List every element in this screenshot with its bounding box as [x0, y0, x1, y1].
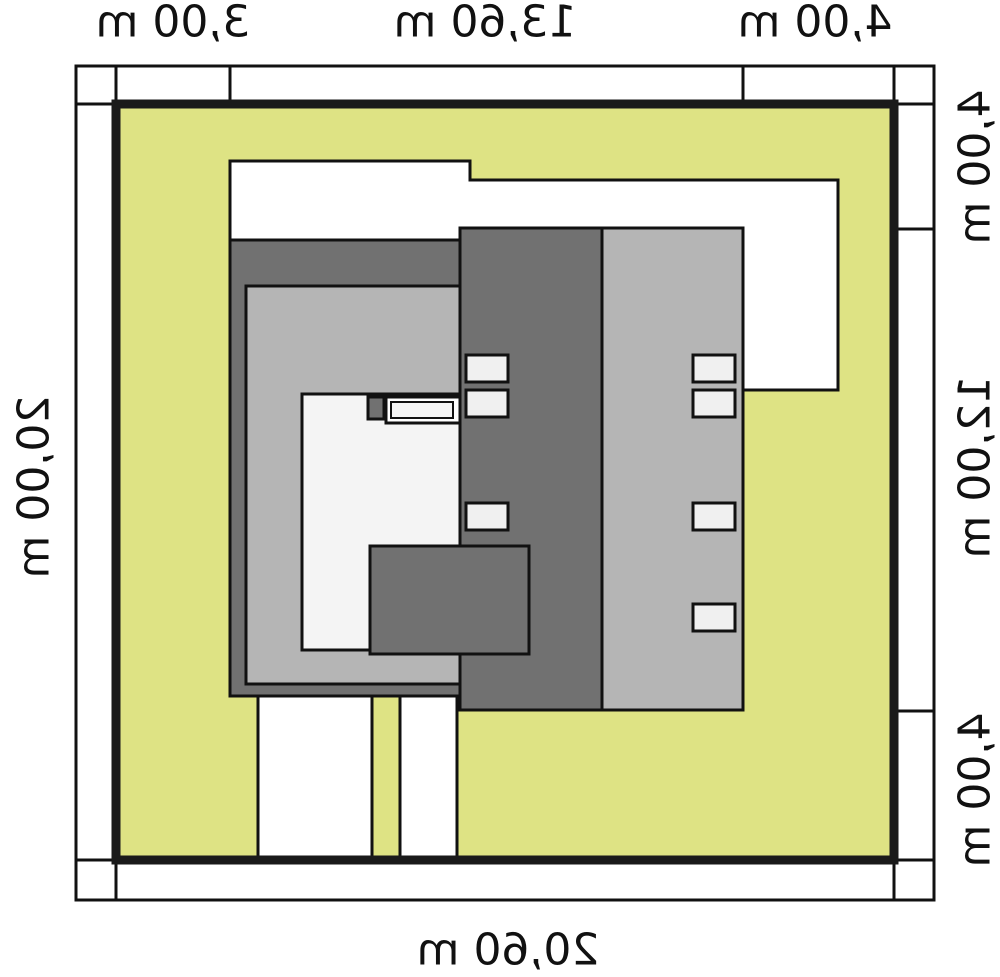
house-right-roof	[600, 226, 745, 712]
skylight	[691, 501, 737, 532]
dimension-left: 20,00 m	[9, 396, 60, 579]
dimension-top-left: 3,00 m	[96, 0, 251, 48]
dimension-top-middle: 13,60 m	[394, 0, 577, 48]
roof-window-horizontal-inner	[390, 401, 454, 419]
dimension-right-top: 4,00 m	[950, 90, 1000, 245]
skylight	[691, 388, 737, 419]
skylight	[464, 353, 510, 384]
skylight	[464, 388, 510, 419]
plot-boundary	[111, 99, 899, 865]
dimension-right-bottom: 4,00 m	[950, 713, 1000, 868]
skylight	[691, 602, 737, 633]
walkway-right	[398, 694, 459, 862]
skylight	[464, 501, 510, 532]
terrace-roof	[368, 544, 531, 656]
chimney	[366, 395, 386, 421]
walkway-left	[256, 694, 374, 862]
dimension-right-middle: 12,00 m	[950, 376, 1000, 559]
dimension-bottom: 20,60 m	[417, 925, 600, 976]
frame-ticks	[76, 66, 934, 900]
skylights	[464, 353, 737, 633]
skylight	[691, 353, 737, 384]
dimension-top-right: 4,00 m	[738, 0, 893, 48]
